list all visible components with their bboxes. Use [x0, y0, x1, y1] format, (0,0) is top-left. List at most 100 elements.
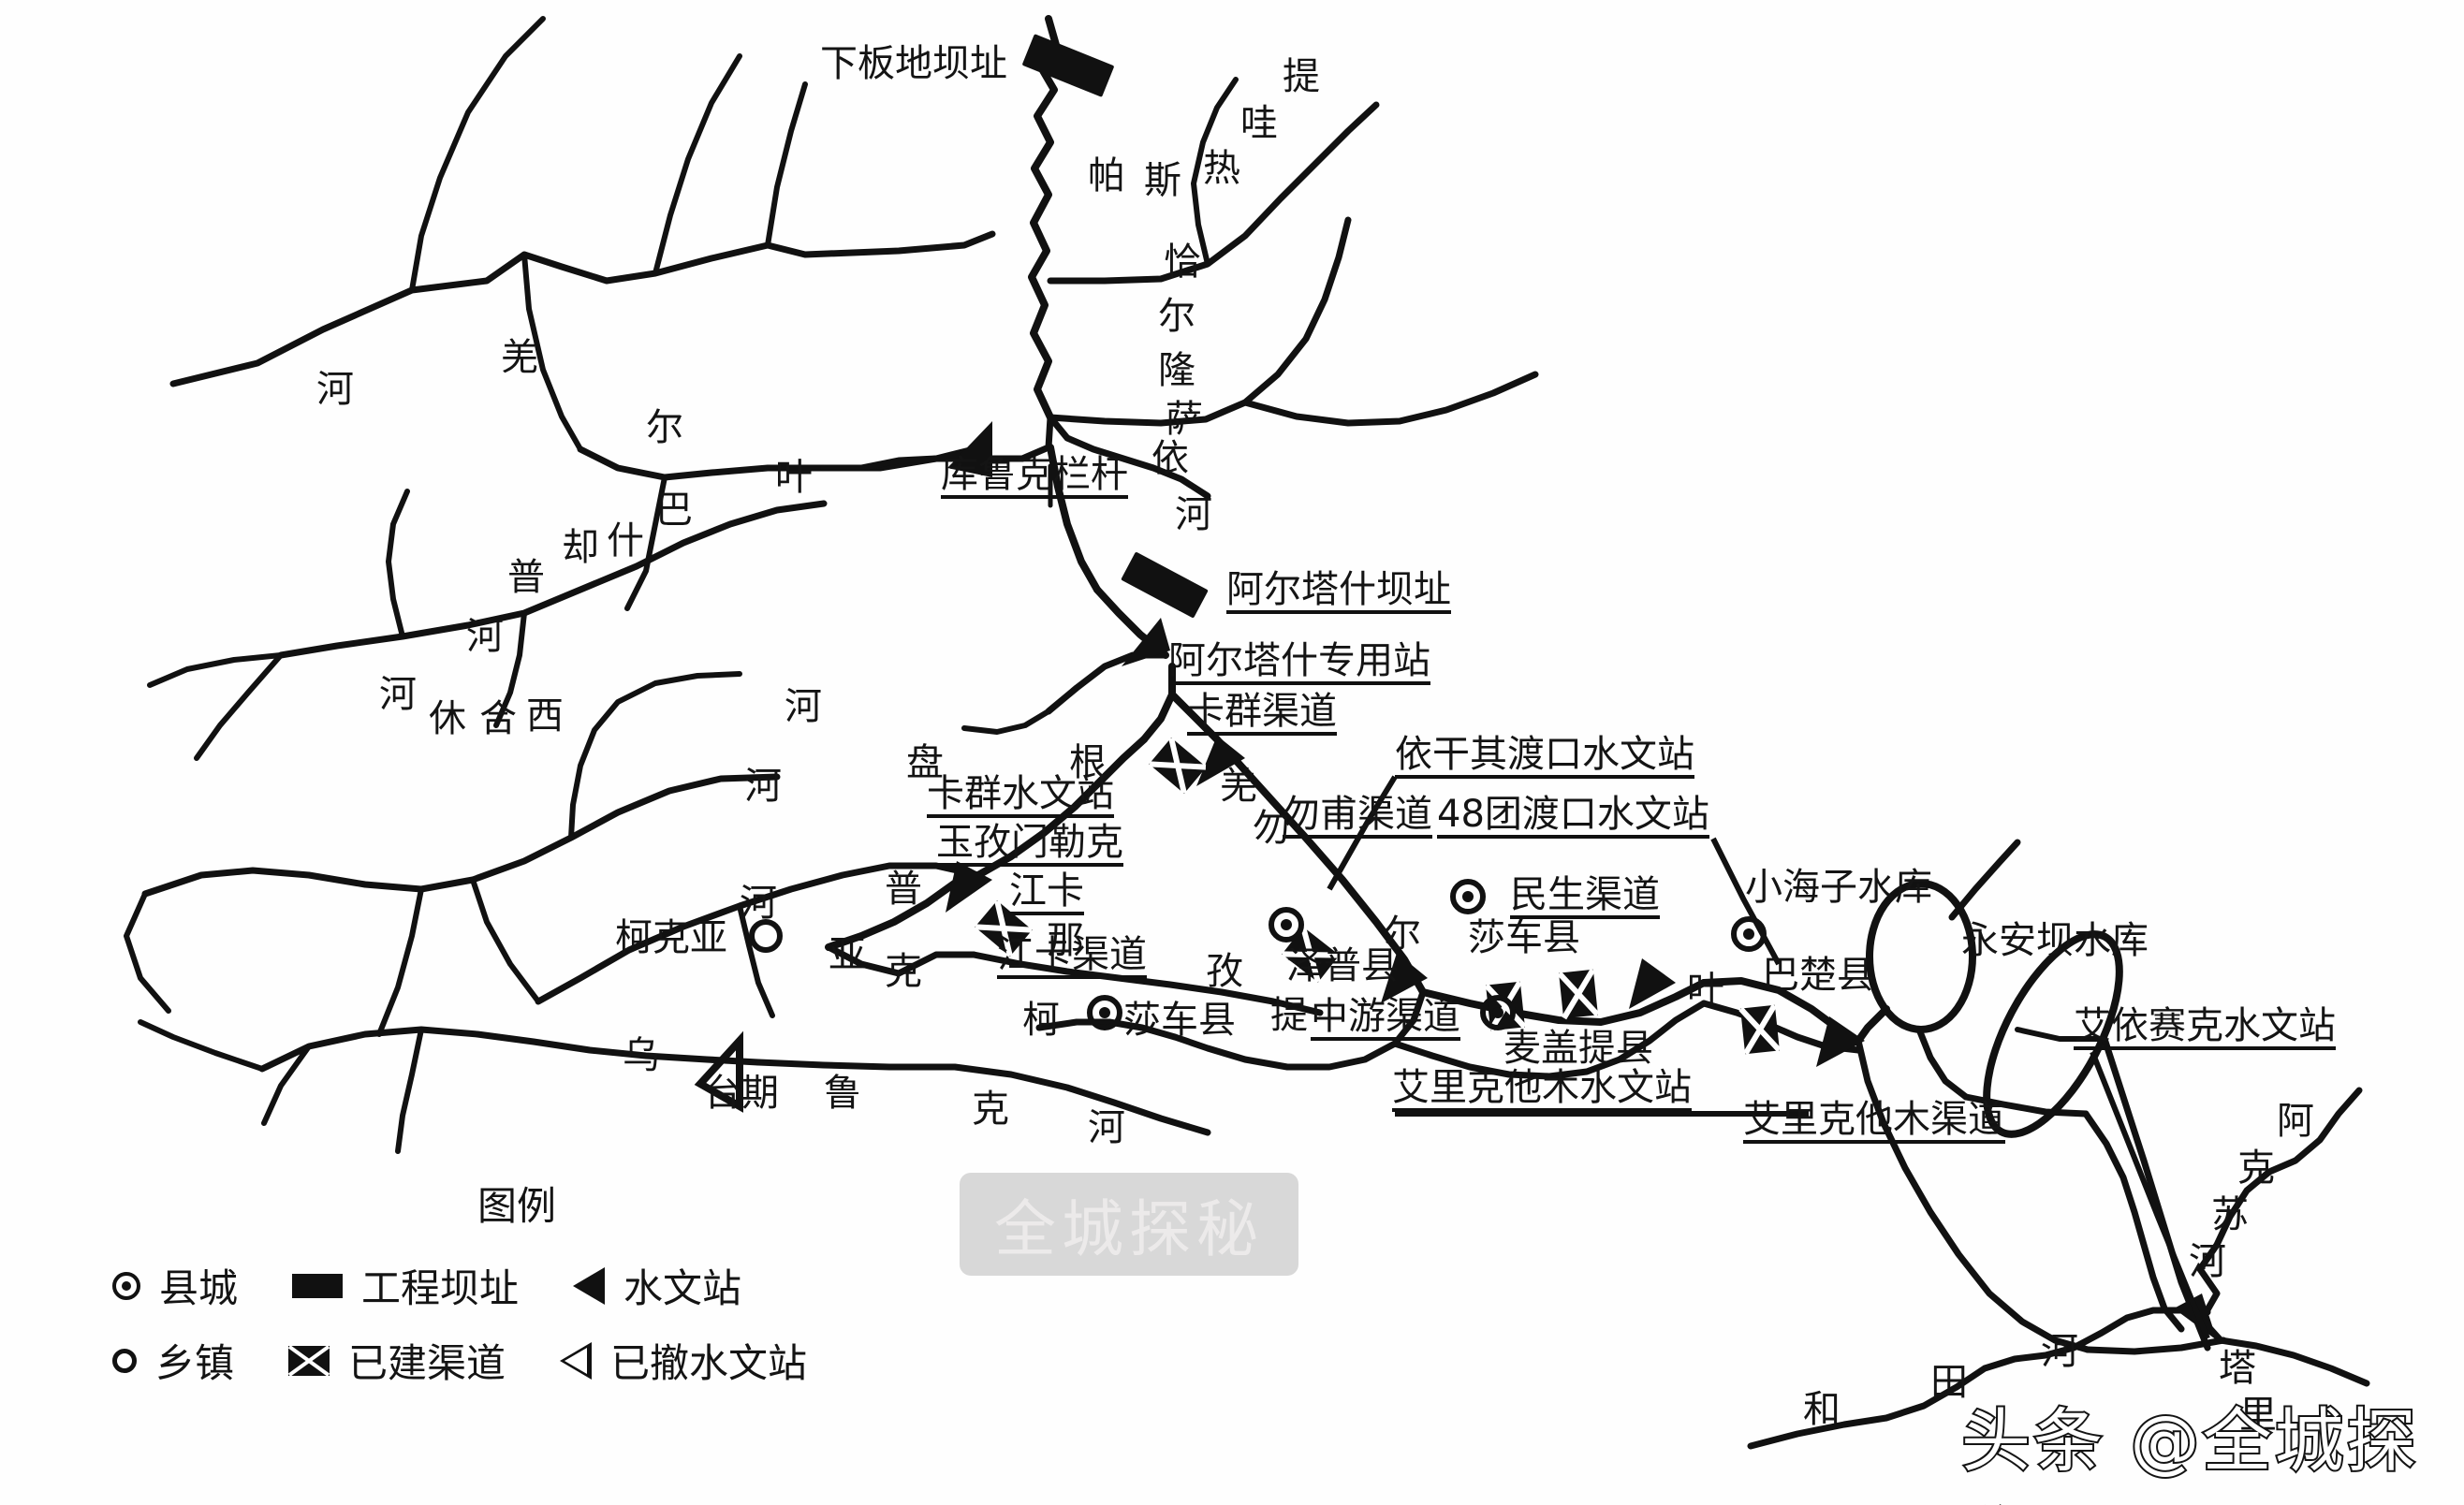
- watermark-center: 全城探秘: [960, 1173, 1298, 1276]
- river-name-char: 普: [507, 556, 545, 599]
- river-name-char: 那: [1047, 919, 1084, 962]
- legend-label-removed-hydro-station: 已撤水文站: [610, 1340, 808, 1386]
- hydro-label-aiyisaike: 艾依赛克水文站: [2074, 1007, 2336, 1050]
- river-name-char: 尔: [1158, 295, 1195, 338]
- hydrological-station-icon: [573, 1266, 606, 1305]
- river-name-char: 帕: [1088, 154, 1125, 197]
- river-name-char: 和: [1803, 1388, 1841, 1431]
- river-name-char: 苏: [2211, 1193, 2249, 1236]
- river-name-char: 克: [885, 950, 922, 993]
- canal-label-kaqun: 卡群渠道: [1187, 693, 1337, 736]
- river-name-char: 河: [316, 368, 354, 411]
- river-name-char: 巴: [655, 489, 693, 532]
- river-name-char: 塔: [2219, 1347, 2256, 1390]
- river-name-char: 田: [1930, 1361, 1968, 1404]
- dam-label-xiabandi: 下板地坝址: [820, 42, 1007, 85]
- legend-label-hydro-station: 水文站: [623, 1265, 742, 1311]
- river-name-char: 热: [1203, 147, 1240, 190]
- river-name-char: 却: [562, 526, 599, 569]
- hydro-label-kaqun: 卡群水文站: [927, 775, 1114, 818]
- river-name-char: 勿: [1253, 807, 1290, 850]
- legend-label-township: 乡镇: [155, 1340, 235, 1386]
- place-label-bachuxian: 巴楚县: [1762, 954, 1874, 997]
- hydro-label-yiganqi-ferry: 依干其渡口水文站: [1395, 736, 1694, 779]
- legend-label-dam-site: 工程坝址: [361, 1265, 520, 1311]
- canal-label-minsheng: 民生渠道: [1510, 876, 1660, 919]
- river-name-char: 哇: [1240, 102, 1278, 145]
- legend-title: 图例: [477, 1183, 557, 1229]
- canal-label-jiangka: 江卡渠道: [997, 936, 1147, 979]
- river-name-char: 河: [379, 673, 417, 716]
- river-name-char: 河: [740, 882, 777, 925]
- river-name-char: 什: [607, 519, 644, 563]
- river-name-char: 提: [1283, 55, 1320, 98]
- river-name-char: 合: [479, 697, 517, 740]
- river-name-char: 西: [526, 694, 564, 738]
- canal-label-wufu: 勿甫渠道: [1283, 796, 1432, 839]
- river-name-char: 阿: [2277, 1100, 2314, 1143]
- river-name-char: 尔: [1384, 913, 1421, 956]
- legend-item-township: 乡镇: [112, 1332, 234, 1389]
- river-name-char: 河: [2189, 1240, 2226, 1283]
- river-name-char: 恰: [1164, 241, 1201, 284]
- river-name-char: 尔: [646, 406, 683, 449]
- river-name-char: 鲁: [824, 1072, 861, 1115]
- watermark-bottom: 头条 @全城探秘: [1959, 1399, 2419, 1505]
- river-name-char: 河: [466, 615, 504, 658]
- hydro-label-aertashi-special: 阿尔塔什专用站: [1168, 642, 1430, 685]
- place-label-shachexian-north: 莎车县: [1468, 916, 1580, 959]
- legend-item-hydro-station: 水文站: [573, 1257, 741, 1314]
- river-name-char: 盘: [906, 741, 944, 784]
- built-canal-icon: [288, 1345, 330, 1376]
- river-name-char: 柯: [1022, 999, 1060, 1042]
- river-name-char: 叶: [775, 456, 813, 499]
- legend-label-built-canal: 已建渠道: [348, 1340, 506, 1386]
- hydro-label-ailiketamu: 艾里克他木水文站: [1392, 1069, 1692, 1112]
- legend-item-removed-hydro-station: 已撤水文站: [560, 1332, 807, 1389]
- river-name-char: 叶: [1687, 969, 1724, 1012]
- dam-label-aertashi: 阿尔塔什坝址: [1226, 571, 1451, 614]
- river-name-char: 里: [2239, 1394, 2277, 1437]
- place-label-taiqi: 台期: [704, 1072, 779, 1115]
- legend-label-county-seat: 县城: [159, 1265, 239, 1311]
- canal-label-ailiketamu: 艾里克他木渠道: [1743, 1101, 2005, 1144]
- township-icon: [112, 1348, 137, 1373]
- river-name-char: 河: [1088, 1106, 1125, 1149]
- river-name-char: 河: [744, 765, 782, 808]
- place-label-xiaohaizi-reservoir: 小海子水库: [1745, 866, 1932, 909]
- river-name-char: 根: [1069, 741, 1107, 784]
- river-name-char: 依: [1151, 437, 1189, 480]
- river-name-char: 孜: [1206, 950, 1243, 993]
- place-label-yuzimenleke: 玉孜门勒克: [936, 824, 1123, 867]
- river-name-char: 河: [785, 685, 822, 728]
- river-name-char: 乌: [623, 1034, 660, 1077]
- river-name-char: 河: [2041, 1330, 2078, 1373]
- river-name-char: 羌: [1220, 765, 1257, 808]
- river-name-char: 羌: [501, 336, 538, 379]
- river-name-char: 普: [885, 868, 922, 911]
- removed-hydrological-station-icon: [560, 1341, 593, 1380]
- legend-item-built-canal: 已建渠道: [288, 1332, 506, 1389]
- legend: 图例 县城 工程坝址 水文站 乡镇 已建渠道: [112, 1175, 1058, 1386]
- legend-item-dam-site: 工程坝址: [292, 1257, 519, 1314]
- river-name-char: 隆: [1158, 349, 1195, 392]
- place-label-kekeya: 柯克亚: [615, 916, 727, 959]
- place-label-shachexian-west: 莎车县: [1123, 999, 1236, 1042]
- river-name-char: 斯: [1144, 159, 1181, 202]
- dam-site-icon: [292, 1273, 344, 1298]
- river-name-char: 亚: [829, 933, 866, 976]
- county-seat-icon: [112, 1271, 140, 1300]
- place-label-zepuxian: 泽普县: [1286, 944, 1399, 987]
- legend-item-county-seat: 县城: [112, 1257, 238, 1314]
- river-name-char: 提: [1270, 994, 1308, 1037]
- river-name-char: 河: [1175, 493, 1212, 536]
- place-label-yonganba-reservoir: 永安坝水库: [1961, 919, 2149, 962]
- place-label-maigaitixian: 麦盖提县: [1503, 1027, 1653, 1070]
- canal-label-zhongyou: 中游渠道: [1311, 998, 1460, 1041]
- hydro-label-48tuan-ferry: 48团渡口水文站: [1437, 796, 1709, 839]
- hydro-label-kulukelangan: 库鲁克栏杆: [941, 456, 1128, 499]
- river-name-char: 萨: [1166, 398, 1203, 441]
- river-name-char: 克: [972, 1088, 1009, 1131]
